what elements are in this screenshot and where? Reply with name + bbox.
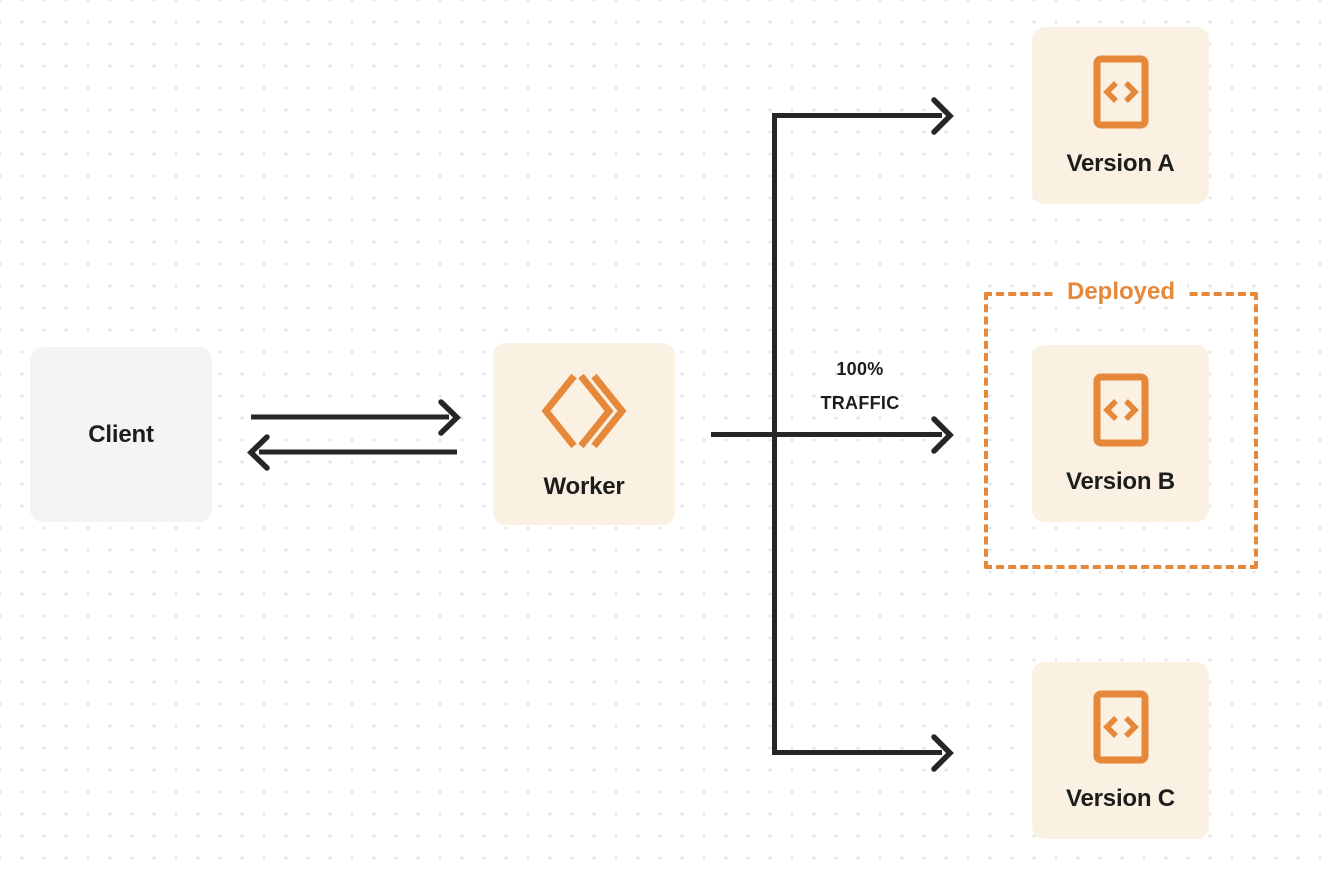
traffic-caption: TRAFFIC: [820, 393, 900, 414]
arrow-worker-to-version-a: [772, 97, 954, 135]
traffic-annotation: 100% TRAFFIC: [790, 352, 930, 420]
node-worker-label: Worker: [543, 472, 625, 500]
node-version-b-label: Version B: [1066, 468, 1175, 495]
node-version-c[interactable]: Version C: [1032, 662, 1209, 839]
arrow-client-to-worker: [251, 399, 461, 436]
node-worker[interactable]: Worker: [493, 343, 675, 525]
code-file-icon: [1093, 373, 1149, 452]
node-client[interactable]: Client: [30, 347, 212, 522]
node-version-b[interactable]: Version B: [1032, 345, 1209, 522]
node-client-label: Client: [88, 420, 154, 448]
traffic-percent: 100%: [836, 359, 884, 379]
code-file-icon: [1093, 690, 1149, 769]
node-version-a-label: Version A: [1066, 150, 1175, 177]
cloudflare-workers-logo-icon: [539, 370, 629, 457]
arrow-worker-to-version-c: [772, 734, 954, 772]
arrow-worker-to-version-b: [711, 416, 954, 454]
arrow-worker-to-client: [247, 434, 457, 471]
code-file-icon: [1093, 55, 1149, 134]
group-deployed-label: Deployed: [1054, 280, 1188, 304]
node-version-c-label: Version C: [1066, 785, 1175, 812]
node-version-a[interactable]: Version A: [1032, 27, 1209, 204]
group-deployed: Deployed: [984, 280, 1258, 569]
